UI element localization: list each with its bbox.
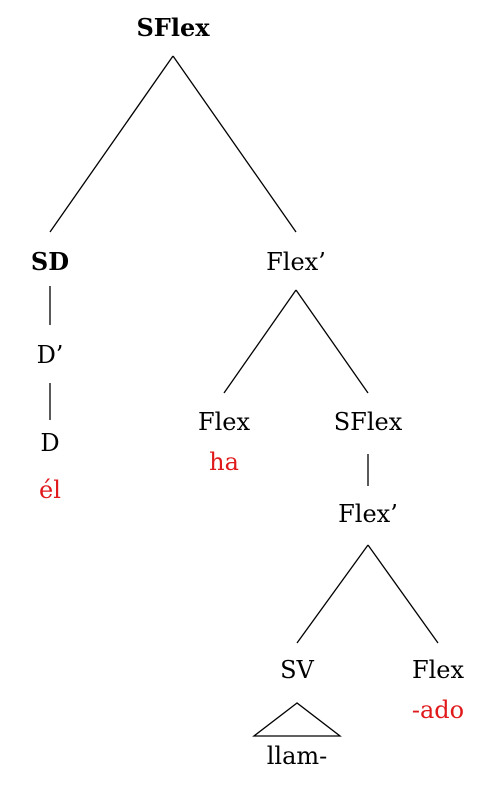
node-sd: SD xyxy=(30,247,70,276)
node-sflex-root: SFlex xyxy=(136,13,210,42)
node-sflex-2: SFlex xyxy=(333,408,403,436)
edge-flexbar2-sv xyxy=(296,544,369,644)
word-llam: llam- xyxy=(266,742,328,770)
node-flex-bar-2: Flex’ xyxy=(338,500,398,528)
sv-triangle xyxy=(252,702,342,737)
edge-flexbar-sflex xyxy=(295,289,369,394)
node-flex-2: Flex xyxy=(411,656,465,684)
node-d-bar: D’ xyxy=(36,341,64,369)
edge-sflex-flexbar xyxy=(172,55,297,233)
node-sv: SV xyxy=(280,656,314,684)
edge-flexbar2-flex xyxy=(367,544,439,644)
edge-sflex-sd xyxy=(49,55,174,233)
node-flex-1: Flex xyxy=(197,408,251,436)
edge-flexbar-flex xyxy=(223,289,297,394)
node-d: D xyxy=(40,429,60,457)
word-ha: ha xyxy=(209,448,239,476)
node-flex-bar-1: Flex’ xyxy=(266,248,326,276)
word-el: él xyxy=(39,476,61,504)
word-ado: -ado xyxy=(411,696,465,724)
